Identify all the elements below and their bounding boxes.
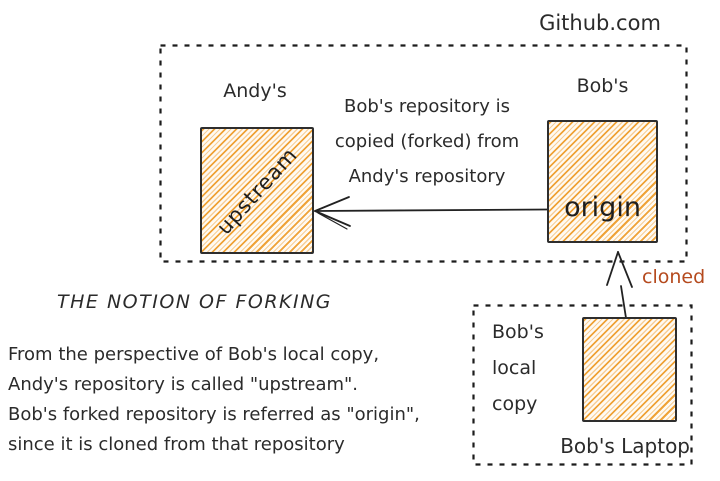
local-copy-label-line: copy bbox=[492, 393, 538, 415]
origin-repo-box: origin bbox=[547, 120, 658, 243]
fork-note-line: Bob's repository is bbox=[344, 96, 510, 117]
fork-arrow bbox=[314, 196, 548, 230]
upstream-repo-label: upstream bbox=[211, 142, 303, 239]
laptop-box-label: Bob's Laptop bbox=[560, 434, 690, 458]
bobs-repo-label: Bob's bbox=[576, 75, 629, 97]
cloned-label: cloned bbox=[642, 266, 706, 288]
laptop-dashed-box bbox=[472, 304, 693, 466]
caption-line: since it is cloned from that repository bbox=[8, 434, 345, 455]
origin-repo-label: origin bbox=[564, 192, 641, 223]
upstream-repo-box: upstream bbox=[200, 127, 314, 254]
fork-note-line: Andy's repository bbox=[348, 166, 506, 187]
caption-line: Bob's forked repository is referred as "… bbox=[8, 404, 420, 425]
andys-repo-label: Andy's bbox=[223, 80, 287, 102]
caption-line: From the perspective of Bob's local copy… bbox=[8, 344, 380, 365]
local-copy-label-line: Bob's bbox=[492, 321, 544, 343]
caption-paragraph: From the perspective of Bob's local copy… bbox=[8, 340, 420, 460]
local-copy-label: Bob's local copy bbox=[492, 314, 544, 422]
local-copy-label-line: local bbox=[492, 357, 537, 379]
fork-note-line: copied (forked) from bbox=[334, 131, 520, 152]
caption-title: THE NOTION OF FORKING bbox=[57, 291, 333, 313]
github-box-label: Github.com bbox=[539, 11, 661, 35]
local-copy-repo-box bbox=[582, 317, 677, 422]
caption-line: Andy's repository is called "upstream". bbox=[8, 374, 359, 395]
fork-note: Bob's repository is copied (forked) from… bbox=[310, 89, 544, 194]
clone-arrow bbox=[606, 251, 633, 319]
